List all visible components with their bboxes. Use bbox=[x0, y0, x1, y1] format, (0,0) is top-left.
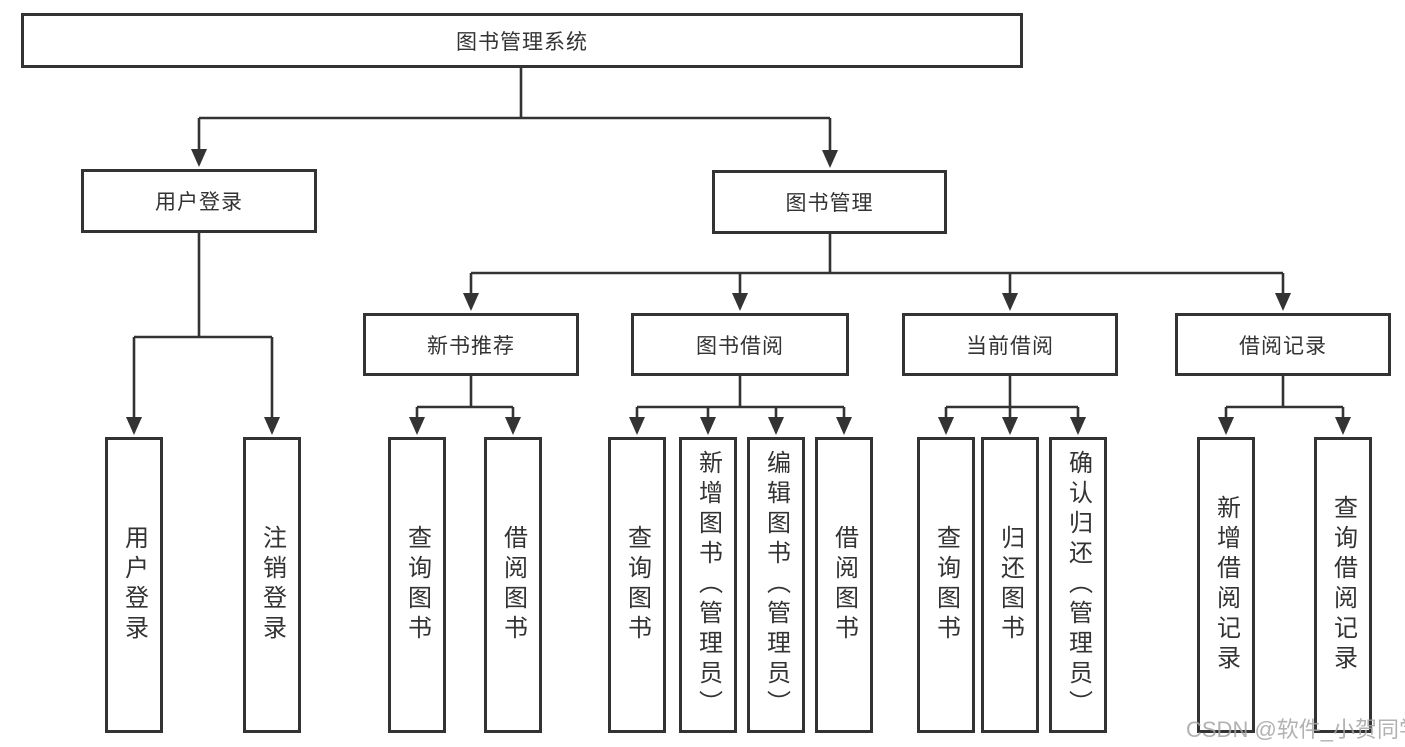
leaf-query-borrow-record: 查询借阅记录 bbox=[1314, 437, 1372, 733]
arrowhead-icon bbox=[1218, 417, 1234, 435]
arrowhead-icon bbox=[700, 417, 716, 435]
leaf-label: 注销登录 bbox=[258, 525, 286, 645]
arrowhead-icon bbox=[629, 417, 645, 435]
leaf-label: 确认归还（管理员） bbox=[1064, 450, 1092, 720]
arrowhead-icon bbox=[938, 417, 954, 435]
connector-bookmgmt-to-level3 bbox=[469, 234, 1285, 294]
node-library-management-system: 图书管理系统 bbox=[21, 13, 1023, 68]
arrowhead-icon bbox=[126, 417, 142, 435]
node-label: 图书管理 bbox=[785, 192, 874, 215]
leaf-return-books: 归还图书 bbox=[981, 437, 1039, 733]
arrowhead-icon bbox=[463, 293, 479, 311]
arrowhead-icon bbox=[505, 417, 521, 435]
arrowhead-icon bbox=[836, 417, 852, 435]
leaf-label: 编辑图书（管理员） bbox=[762, 450, 790, 720]
leaf-edit-books-admin: 编辑图书（管理员） bbox=[747, 437, 805, 733]
arrowhead-icon bbox=[1070, 417, 1086, 435]
leaf-label: 归还图书 bbox=[996, 525, 1024, 645]
leaf-label: 新增借阅记录 bbox=[1212, 495, 1240, 675]
watermark: CSDN @软件_小贺同学 bbox=[1186, 717, 1405, 742]
node-user-login: 用户登录 bbox=[81, 169, 317, 233]
connector-root-to-level2 bbox=[197, 68, 832, 151]
leaf-add-books-admin: 新增图书（管理员） bbox=[679, 437, 737, 733]
node-label: 用户登录 bbox=[155, 191, 243, 214]
node-new-book-recommendation: 新书推荐 bbox=[363, 313, 579, 376]
arrowhead-icon bbox=[1275, 293, 1291, 311]
node-label: 借阅记录 bbox=[1239, 334, 1327, 358]
arrowhead-icon bbox=[191, 149, 207, 167]
arrowhead-icon bbox=[822, 150, 838, 168]
connector-borrowrecord-to-leaves bbox=[1224, 376, 1345, 418]
connector-newbook-to-leaves bbox=[415, 376, 515, 418]
leaf-label: 查询图书 bbox=[932, 525, 960, 645]
leaf-query-books-current: 查询图书 bbox=[917, 437, 975, 733]
node-label: 新书推荐 bbox=[427, 334, 515, 358]
leaf-add-borrow-record: 新增借阅记录 bbox=[1197, 437, 1255, 733]
node-book-management: 图书管理 bbox=[712, 170, 947, 234]
leaf-user-login: 用户登录 bbox=[105, 437, 163, 733]
node-book-borrowing: 图书借阅 bbox=[631, 313, 849, 376]
connector-bookborrow-to-leaves bbox=[635, 376, 846, 418]
leaf-confirm-return-admin: 确认归还（管理员） bbox=[1049, 437, 1107, 733]
connector-currentborrow-to-leaves bbox=[944, 376, 1080, 418]
arrowhead-icon bbox=[264, 417, 280, 435]
arrowhead-icon bbox=[768, 417, 784, 435]
node-label: 图书借阅 bbox=[696, 334, 784, 358]
leaf-query-books-borrowing: 查询图书 bbox=[608, 437, 666, 733]
leaf-label: 用户登录 bbox=[120, 525, 148, 645]
leaf-query-books-newbook: 查询图书 bbox=[388, 437, 446, 733]
leaf-logout: 注销登录 bbox=[243, 437, 301, 733]
node-label: 当前借阅 bbox=[966, 334, 1054, 358]
leaf-label: 查询借阅记录 bbox=[1329, 495, 1357, 675]
node-current-borrowing: 当前借阅 bbox=[902, 313, 1118, 376]
leaf-label: 查询图书 bbox=[403, 525, 431, 645]
leaf-label: 新增图书（管理员） bbox=[694, 450, 722, 720]
leaf-label: 查询图书 bbox=[623, 525, 651, 645]
arrowhead-icon bbox=[409, 417, 425, 435]
arrowhead-icon bbox=[1002, 417, 1018, 435]
arrowhead-icon bbox=[732, 293, 748, 311]
node-borrowing-records: 借阅记录 bbox=[1175, 313, 1391, 376]
leaf-borrow-books-borrowing: 借阅图书 bbox=[815, 437, 873, 733]
leaf-borrow-books-newbook: 借阅图书 bbox=[484, 437, 542, 733]
leaf-label: 借阅图书 bbox=[499, 525, 527, 645]
leaf-label: 借阅图书 bbox=[830, 525, 858, 645]
arrowhead-icon bbox=[1002, 293, 1018, 311]
connector-userlogin-to-leaves bbox=[132, 233, 274, 418]
node-label: 图书管理系统 bbox=[456, 30, 588, 54]
arrowhead-icon bbox=[1335, 417, 1351, 435]
